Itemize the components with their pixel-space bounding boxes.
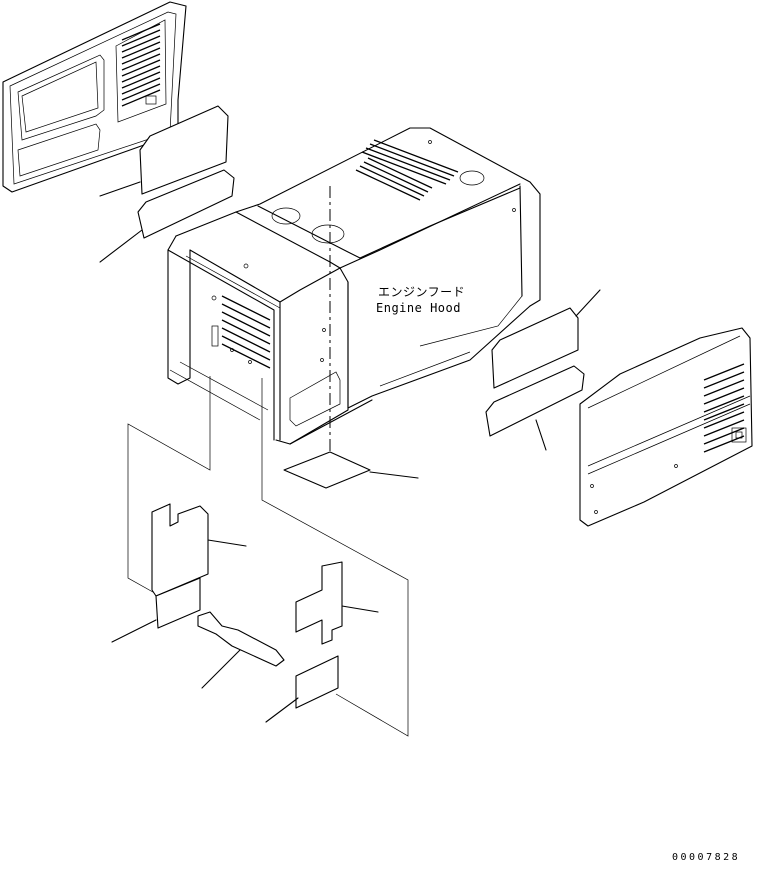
door-grille (121, 23, 161, 107)
projection-lines (127, 376, 409, 737)
right-door-grille (703, 363, 745, 453)
right-pad-lower (485, 365, 585, 451)
hood-label-jp: エンジンフード (378, 285, 465, 299)
lower-pad-3 (197, 611, 285, 689)
drawing-number: 00007828 (672, 852, 740, 863)
front-grille (221, 295, 271, 369)
left-pad-upper (99, 105, 229, 197)
lower-pad-1 (151, 503, 247, 597)
right-side-door (579, 327, 753, 527)
top-grille (355, 139, 459, 201)
lower-pad-2 (111, 577, 201, 643)
left-side-door (2, 1, 187, 193)
lower-pad-4 (295, 561, 379, 645)
bottom-plate (283, 451, 419, 489)
hood-label-en: Engine Hood (376, 301, 461, 315)
right-pad-upper (491, 289, 601, 389)
left-pad-lower (99, 169, 235, 263)
lower-pad-5 (265, 655, 339, 723)
engine-hood-body (167, 127, 541, 445)
